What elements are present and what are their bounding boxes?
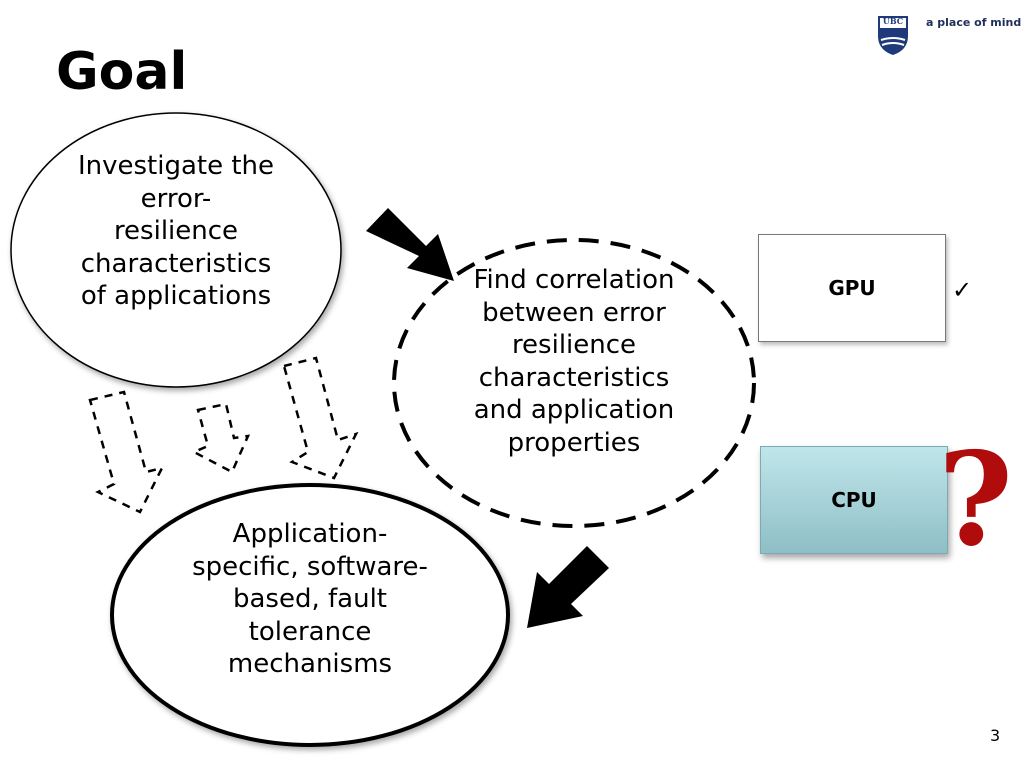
correlation-text: Find correlation between error resilienc…	[473, 265, 675, 458]
dashed-arrow-right	[282, 356, 359, 480]
mechanisms-text: Application- specific, software- based, …	[192, 519, 428, 679]
slide-title: Goal	[56, 42, 188, 102]
cpu-label: CPU	[831, 488, 877, 512]
arrow-to-mechanisms	[527, 546, 609, 628]
investigate-ellipse	[10, 112, 342, 388]
dashed-arrow-left	[88, 390, 165, 514]
gpu-label: GPU	[828, 276, 876, 300]
dashed-arrow-middle	[191, 402, 251, 474]
cpu-box: CPU	[760, 446, 948, 554]
correlation-ellipse	[392, 238, 756, 528]
checkmark-icon: ✓	[952, 276, 973, 304]
page-number: 3	[990, 726, 1001, 745]
investigate-text: Investigate the error- resilience charac…	[77, 151, 275, 311]
brand-tagline: a place of mind	[926, 16, 1022, 29]
mechanisms-ellipse	[110, 483, 510, 747]
question-mark-icon: ?	[938, 425, 1013, 575]
gpu-box: GPU	[758, 234, 946, 342]
arrow-to-correlation	[366, 208, 454, 281]
ubc-crest-icon	[878, 16, 908, 55]
ubc-logo-text: UBC	[882, 16, 904, 26]
